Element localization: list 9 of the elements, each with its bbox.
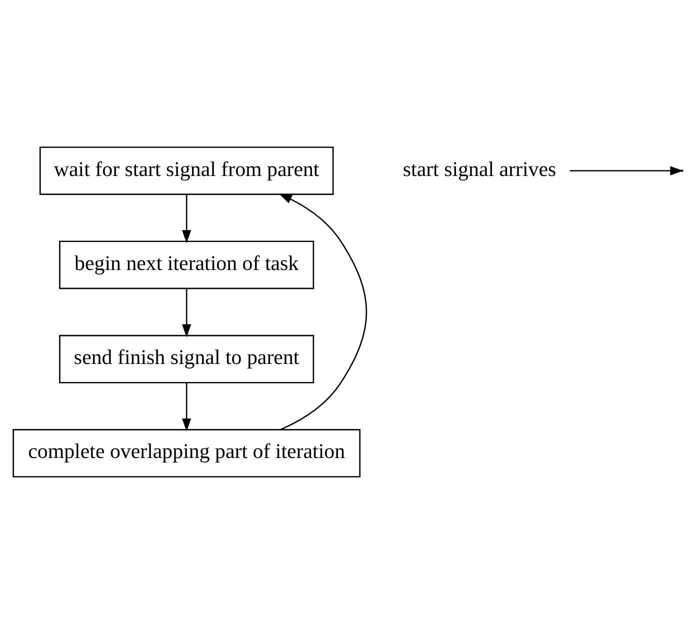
arrow [182,194,192,244]
node-box: send finish signal to parent [59,334,314,384]
node-box: begin next iteration of task [59,240,314,290]
arrow [182,383,192,432]
node-box: wait for start signal from parent [39,146,334,195]
arrow [182,288,192,338]
node-box: complete overlapping part of iteration [12,429,361,478]
arrow [278,194,368,430]
node-text: start signal arrives [402,156,556,181]
